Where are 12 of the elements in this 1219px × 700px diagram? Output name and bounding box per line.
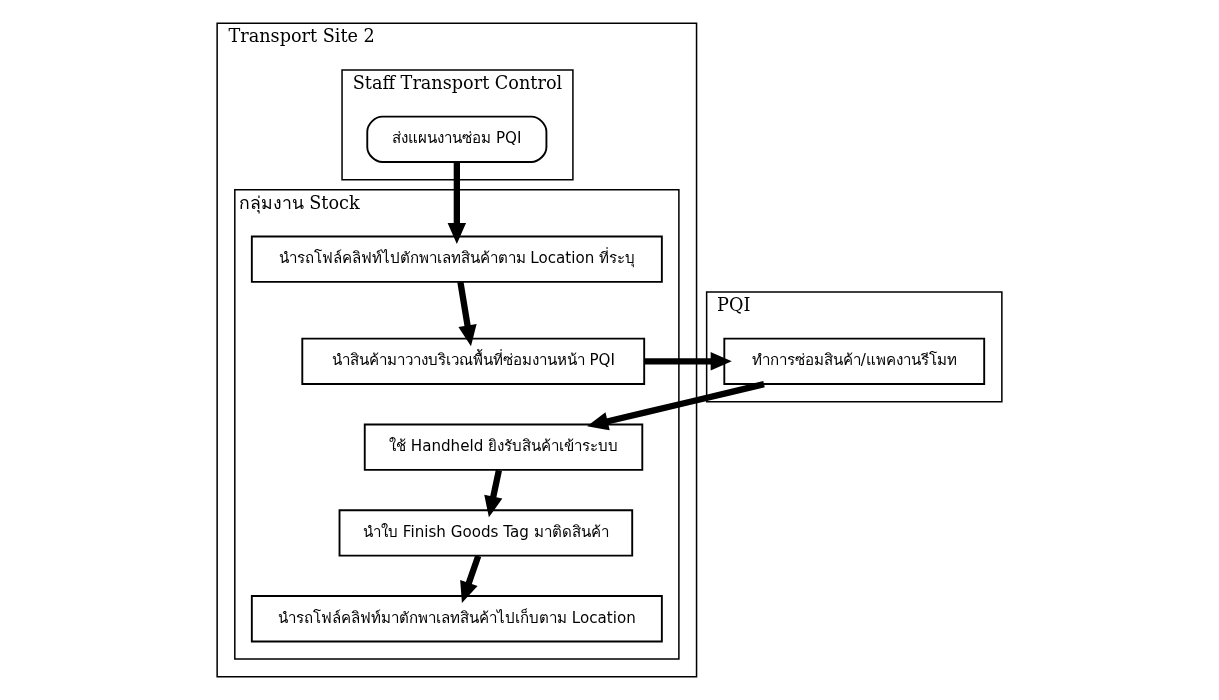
node-box: นำใบ Finish Goods Tag มาติดสินค้า: [338, 509, 634, 557]
node-box: ทำการซ่อมสินค้า/แพคงานรีโมท: [723, 337, 986, 385]
arrow: [644, 352, 732, 371]
node-box: นำรถโฟล์คลิฟท์มาตักพาเลทสินค้าไปเก็บตาม Location: [250, 595, 663, 643]
arrow: [484, 469, 503, 518]
node-box: ใช้ Handheld ยิงรับสินค้าเข้าระบบ: [363, 423, 644, 471]
arrow: [447, 162, 467, 244]
node-box: นำรถโฟล์คลิฟท์ไปตักพาเลทสินค้าตาม Location ที่ระบุ: [250, 235, 663, 283]
node-box: นำสินค้ามาวางบริเวณพื้นที่ซ่อมงานหน้า PQI: [301, 337, 646, 385]
arrow: [457, 281, 477, 347]
arrow: [460, 555, 482, 603]
node-box: ส่งแผนงานซ่อม PQI: [366, 115, 548, 163]
